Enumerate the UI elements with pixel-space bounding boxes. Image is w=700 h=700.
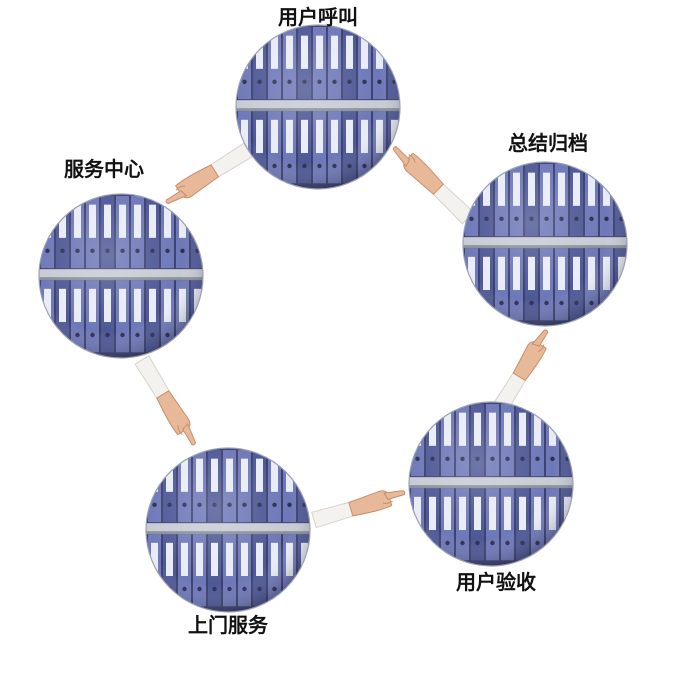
hand-service-center-to-onsite-service	[134, 355, 197, 446]
pointing-hands	[134, 142, 549, 529]
label-summary-archive: 总结归档	[508, 131, 588, 155]
label-onsite-service: 上门服务	[188, 613, 269, 637]
hand-onsite-service-to-user-acceptance	[311, 490, 406, 529]
hand-summary-archive-to-user-call	[392, 146, 475, 225]
circle-node-user-call	[235, 24, 401, 190]
label-user-acceptance: 用户验收	[456, 570, 536, 594]
label-user-call: 用户呼叫	[278, 5, 358, 29]
circle-node-summary-archive	[462, 161, 628, 327]
hand-user-acceptance-to-summary-archive	[492, 329, 549, 413]
hand-user-call-to-service-center	[165, 142, 253, 205]
circle-node-service-center	[38, 193, 204, 359]
label-service-center: 服务中心	[64, 157, 144, 181]
circle-node-user-acceptance	[408, 401, 574, 567]
circle-nodes	[38, 24, 628, 613]
circle-node-onsite-service	[145, 447, 311, 613]
